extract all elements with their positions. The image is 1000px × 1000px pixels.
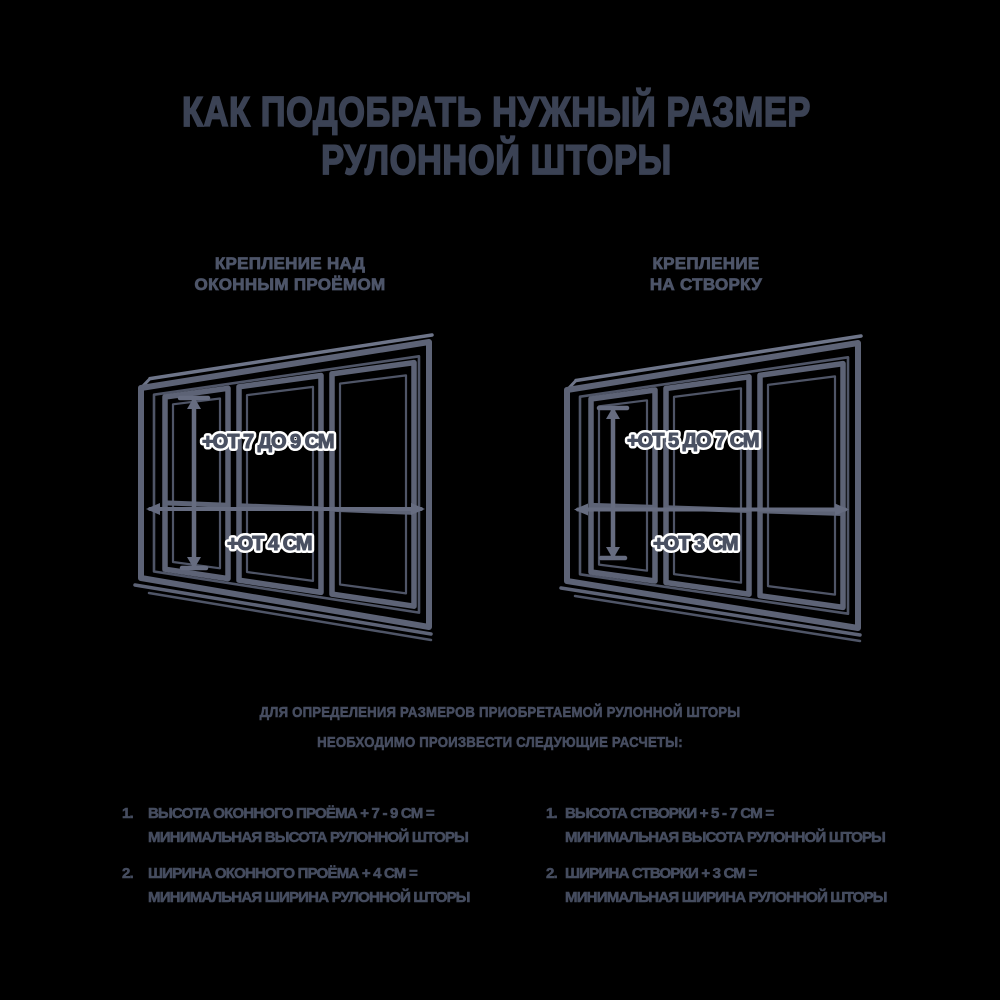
- svg-text:+ОТ 5 ДО 7 СМ: +ОТ 5 ДО 7 СМ: [627, 430, 759, 452]
- svg-text:+ОТ 3 СМ: +ОТ 3 СМ: [653, 533, 738, 555]
- svg-text:+ОТ 4 СМ: +ОТ 4 СМ: [227, 533, 312, 555]
- svg-text:+ОТ 3 СМ: +ОТ 3 СМ: [653, 533, 738, 555]
- svg-text:+ОТ 7 ДО 9 СМ: +ОТ 7 ДО 9 СМ: [202, 431, 334, 453]
- svg-text:+ОТ 5 ДО 7 СМ: +ОТ 5 ДО 7 СМ: [627, 430, 759, 452]
- svg-text:+ОТ 4 СМ: +ОТ 4 СМ: [227, 533, 312, 555]
- svg-text:+ОТ 7 ДО 9 СМ: +ОТ 7 ДО 9 СМ: [202, 431, 334, 453]
